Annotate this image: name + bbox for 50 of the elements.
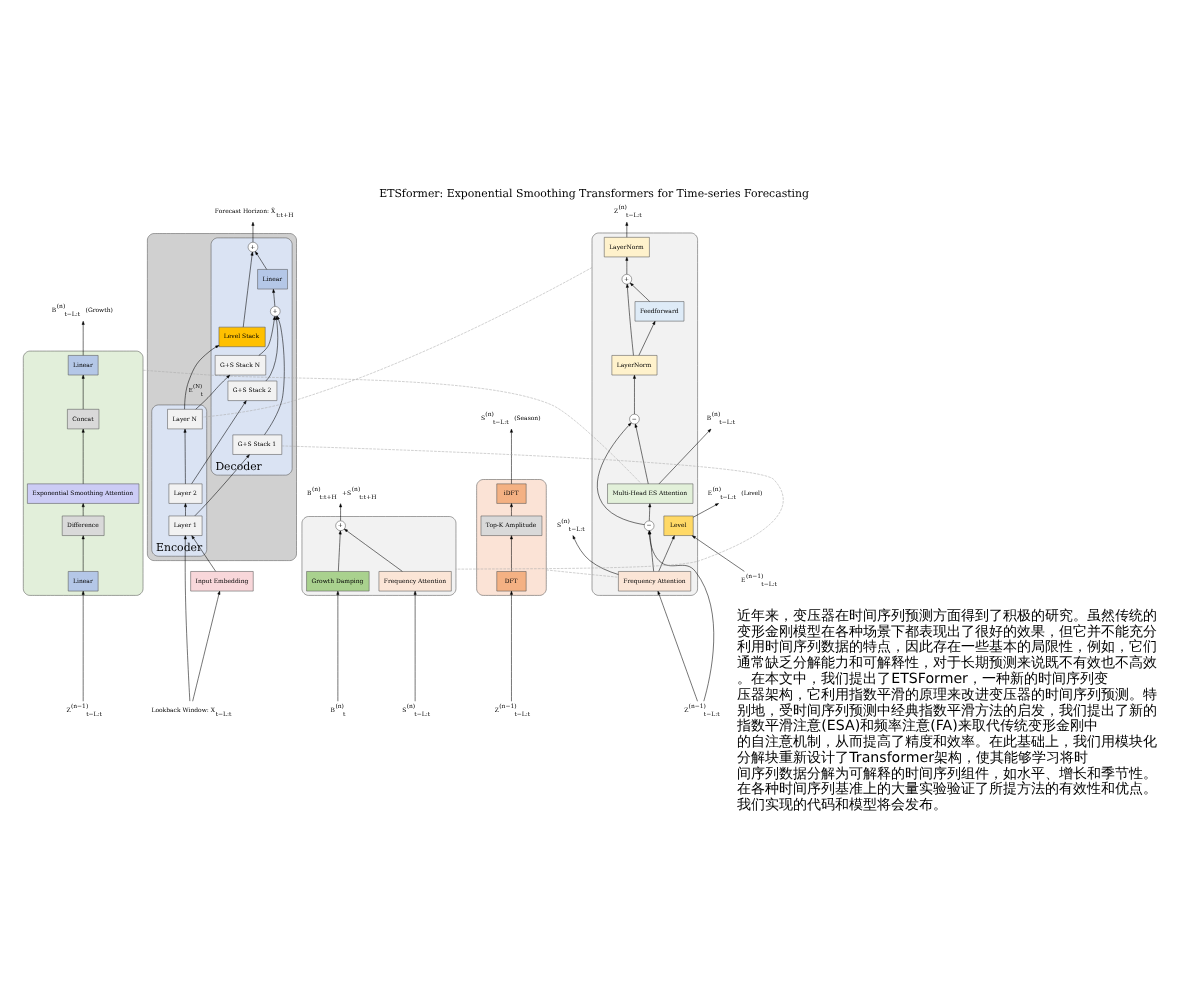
arrow	[81, 427, 85, 484]
arrow	[510, 502, 513, 516]
arrow	[265, 314, 279, 381]
arrow	[634, 422, 649, 484]
arrow	[264, 314, 285, 434]
arrow	[339, 502, 342, 520]
arrow	[255, 250, 267, 269]
arrow	[191, 399, 247, 483]
arrow	[625, 220, 629, 237]
arrow	[184, 344, 220, 409]
arrow	[344, 527, 403, 571]
arrow	[648, 502, 652, 520]
arrow	[81, 534, 85, 571]
arrow	[336, 589, 340, 701]
arrow	[184, 502, 187, 516]
arrow	[638, 319, 656, 355]
arrow	[657, 589, 698, 701]
arrow	[81, 319, 85, 355]
arrow	[194, 453, 250, 516]
arrow	[242, 250, 254, 327]
arrow	[658, 534, 675, 571]
arrow	[251, 220, 255, 242]
arrow	[81, 589, 85, 701]
arrow	[510, 534, 513, 571]
arrow	[81, 373, 85, 409]
arrow	[258, 315, 276, 355]
connector	[281, 444, 784, 569]
arrow	[191, 534, 216, 571]
connector	[546, 568, 619, 577]
arrow	[510, 589, 513, 701]
arrow	[510, 427, 513, 484]
arrow	[693, 502, 719, 517]
arrow	[625, 255, 629, 274]
arrow	[272, 288, 276, 306]
arrow	[413, 589, 417, 701]
arrow	[192, 589, 221, 701]
arrow	[597, 421, 645, 524]
arrow	[692, 534, 745, 571]
arrow	[629, 281, 650, 301]
arrow	[81, 502, 85, 516]
connector	[142, 368, 642, 484]
arrow	[626, 282, 634, 355]
arrow	[338, 529, 342, 571]
arrow	[183, 427, 187, 484]
arrow	[633, 373, 636, 414]
arrow	[658, 427, 712, 484]
connector	[202, 266, 593, 417]
arrow	[183, 534, 191, 701]
arrow	[195, 373, 231, 409]
arrow	[572, 534, 619, 574]
